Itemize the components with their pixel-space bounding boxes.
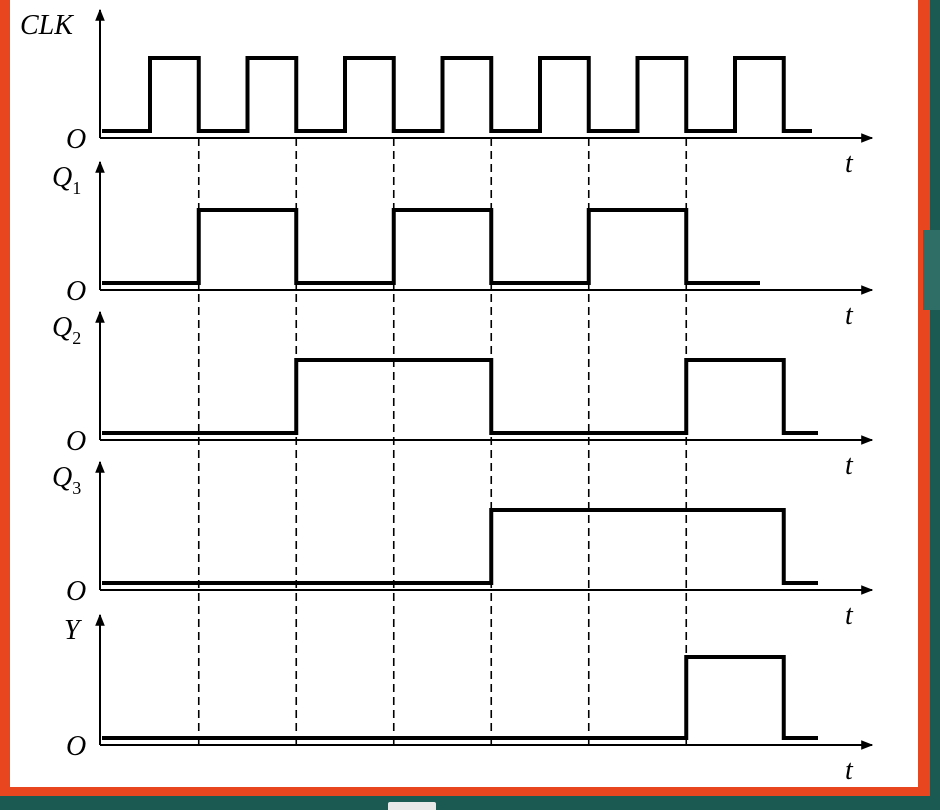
time-label: t (845, 148, 854, 179)
waveform-trace (102, 358, 818, 435)
origin-label: O (66, 276, 86, 307)
signal-label-subscript: 1 (72, 178, 81, 198)
origin-label: O (66, 426, 86, 457)
clock-edge-guides (197, 138, 688, 745)
waveform-trace (102, 208, 760, 285)
waveform-row-clk: CLK Ot (20, 8, 874, 179)
waveform-trace (102, 655, 818, 740)
origin-label: O (66, 124, 86, 155)
signal-label: Q1 (52, 162, 81, 198)
waveform-trace (102, 508, 818, 585)
waveform-trace (102, 56, 812, 133)
signal-label: Y (64, 615, 83, 646)
side-strip (923, 230, 940, 310)
origin-label: O (66, 576, 86, 607)
nav-tab[interactable] (388, 802, 436, 810)
signal-label-subscript: 3 (72, 478, 81, 498)
time-label: t (845, 450, 854, 481)
origin-label: O (66, 731, 86, 762)
signal-label: CLK (20, 10, 74, 41)
time-label: t (845, 300, 854, 331)
signal-label-subscript: 2 (72, 328, 81, 348)
time-label: t (845, 600, 854, 631)
signal-label: Q2 (52, 312, 81, 348)
signal-label: Q3 (52, 462, 81, 498)
time-label: t (845, 755, 854, 786)
waveform-row-y: Y Ot (64, 613, 874, 786)
